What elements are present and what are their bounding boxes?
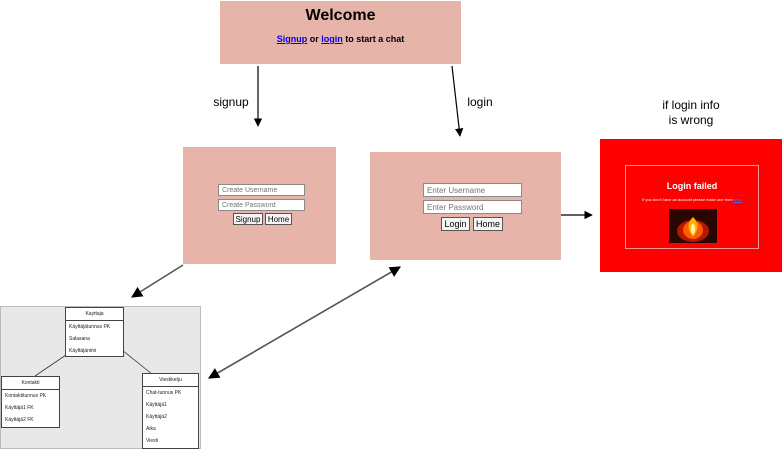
entity-kayttaja: Kayttaja Käyttäjätunnus PK Salasana Käyt… <box>65 307 124 357</box>
entity-row: Viesti <box>146 438 159 444</box>
entity-kontakti-header: Kontakti <box>2 377 59 390</box>
entity-row: Käyttäjä1 FK <box>5 405 34 411</box>
login-failed-panel: Login failed If you don't have an accoun… <box>600 139 782 272</box>
arrow-welcome-to-login <box>451 65 464 137</box>
caption-wrong-line1: if login info <box>662 98 720 112</box>
arrow-signup-to-erd <box>131 264 184 298</box>
or-text: or <box>309 34 319 44</box>
entity-row: Käyttäjä2 <box>146 414 167 420</box>
make-account-link[interactable]: here <box>733 197 742 202</box>
signup-link[interactable]: Signup <box>276 34 308 44</box>
signup-panel: Signup Home <box>183 147 336 264</box>
arrow-login-erd-bidirectional <box>208 266 401 379</box>
login-link[interactable]: login <box>321 34 343 44</box>
caption-signup: signup <box>213 95 249 109</box>
signup-button[interactable]: Signup <box>233 213 263 225</box>
login-failed-dialog: Login failed If you don't have an accoun… <box>625 165 759 249</box>
welcome-title: Welcome <box>305 7 376 24</box>
enter-username-input[interactable] <box>423 183 522 197</box>
login-failed-title: Login failed <box>666 181 718 191</box>
welcome-line: Signup or login to start a chat <box>220 34 461 44</box>
entity-row: Käyttäjä2 FK <box>5 417 34 423</box>
enter-password-input[interactable] <box>423 200 522 214</box>
entity-kontakti: Kontakti Kontaktitunnus PK Käyttäjä1 FK … <box>1 376 60 428</box>
entity-row: Käyttäjä1 <box>146 402 167 408</box>
entity-viestiketju-header: Viestiketju <box>143 374 198 387</box>
fire-icon <box>669 209 717 243</box>
tail-text: to start a chat <box>345 34 405 44</box>
login-panel: Login Home <box>370 152 561 260</box>
entity-kayttaja-header: Kayttaja <box>66 308 123 321</box>
signup-home-button[interactable]: Home <box>265 213 292 225</box>
entity-row: Salasana <box>69 336 90 342</box>
entity-row: Chat-tunnus PK <box>146 390 182 396</box>
entity-row: Aika <box>146 426 156 432</box>
login-home-button[interactable]: Home <box>473 217 503 231</box>
create-username-input[interactable] <box>218 184 305 196</box>
entity-viestiketju: Viestiketju Chat-tunnus PK Käyttäjä1 Käy… <box>142 373 199 449</box>
caption-login: login <box>467 95 493 109</box>
caption-wrong-line2: is wrong <box>668 113 714 127</box>
welcome-panel: Welcome Signup or login to start a chat <box>220 1 461 64</box>
entity-row: Käyttäjätunnus PK <box>69 324 111 330</box>
login-button[interactable]: Login <box>441 217 470 231</box>
create-password-input[interactable] <box>218 199 305 211</box>
entity-row: Kontaktitunnus PK <box>5 393 47 399</box>
fire-image <box>669 209 717 243</box>
entity-row: Käyttäjänimi <box>69 348 97 354</box>
login-failed-message: If you don't have an account please make… <box>642 197 742 202</box>
